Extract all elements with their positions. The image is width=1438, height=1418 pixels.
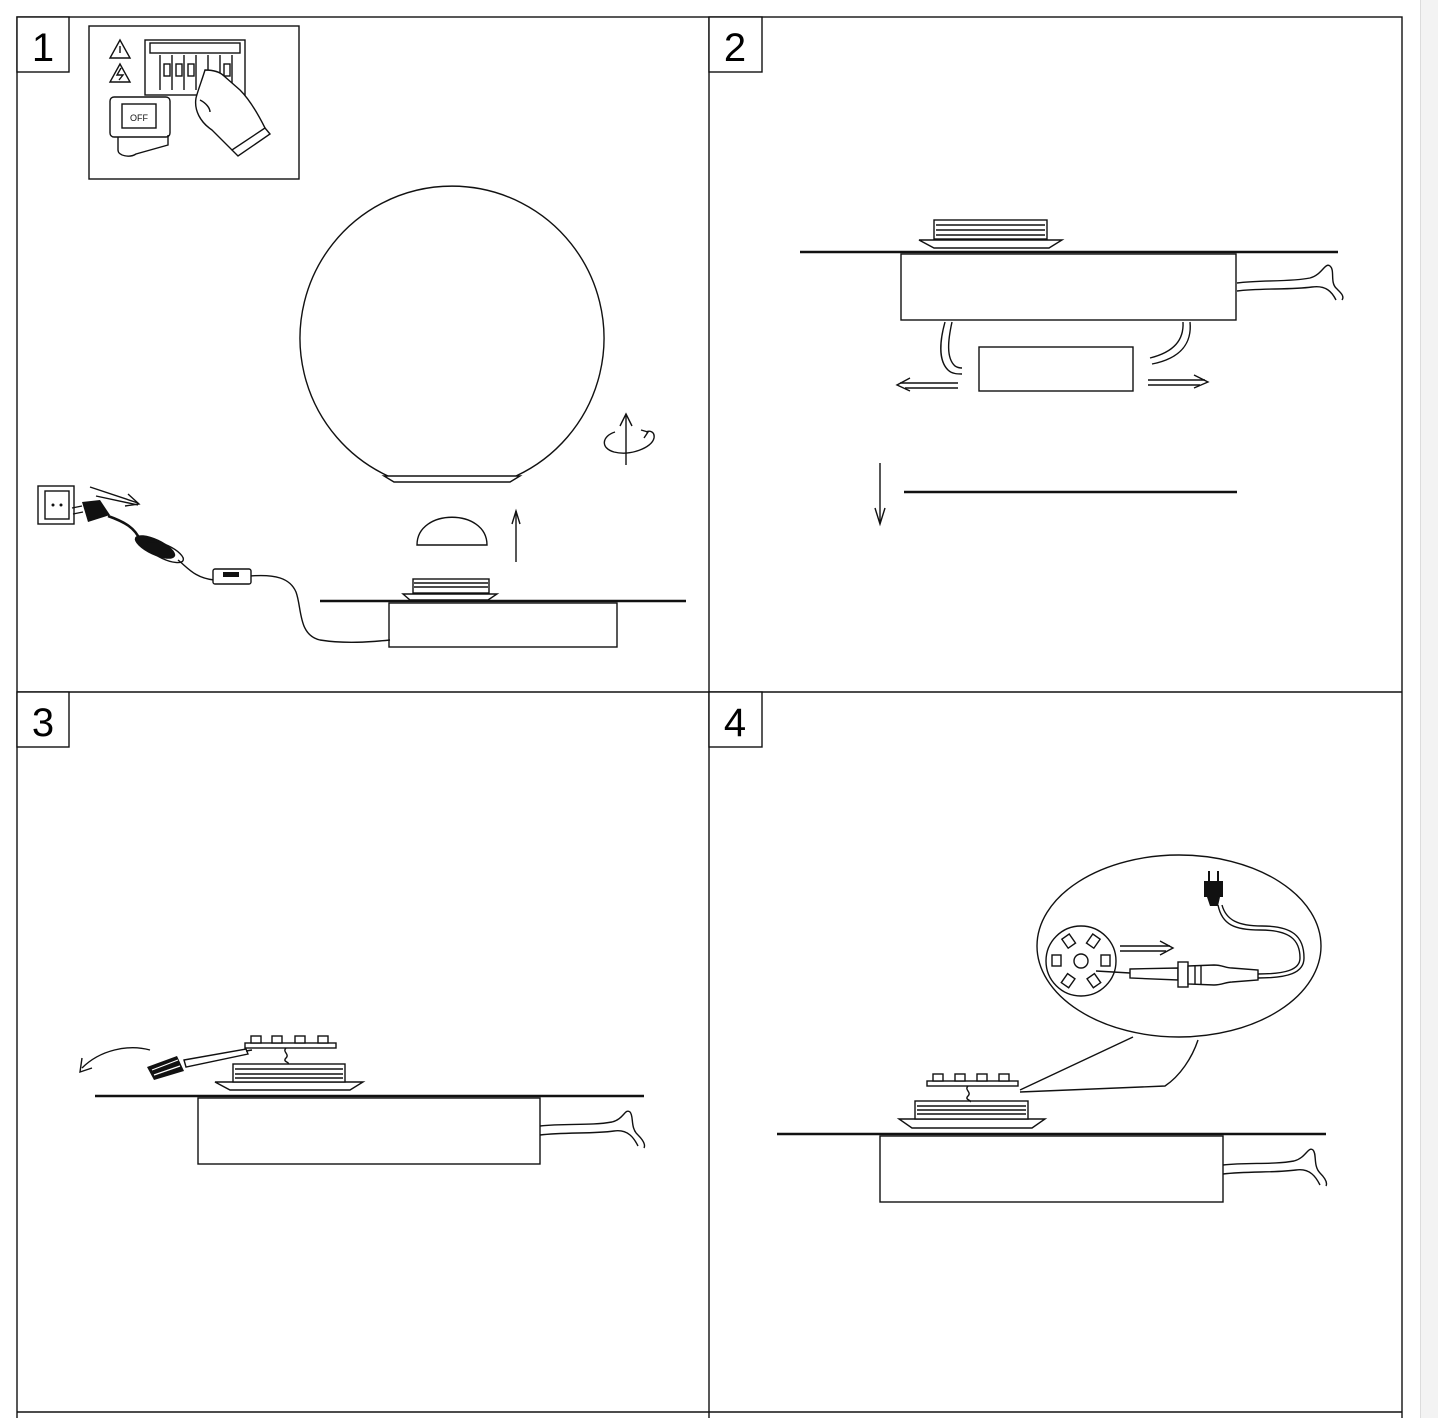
power-plug-icon: [71, 500, 110, 522]
step-3-panel: 3: [16, 691, 646, 1165]
step-4-number: 4: [724, 701, 746, 745]
iron-cable: [1217, 904, 1305, 979]
wires-step-2: [940, 321, 1191, 375]
lamp-base-step-2: [900, 253, 1344, 321]
step-3-number-box: 3: [16, 691, 70, 748]
led-board-step-4: [926, 1073, 1019, 1103]
down-arrow-icon: [874, 463, 886, 527]
scrollbar-track[interactable]: [1420, 0, 1438, 1418]
step-2-number-box: 2: [708, 16, 763, 73]
rotate-arrow-icon: [603, 412, 655, 465]
pull-left-arrow-icon: [895, 377, 958, 392]
solder-detail-callout: [1019, 854, 1322, 1093]
hand-icon: [194, 69, 272, 157]
soldering-iron-icon: [1095, 961, 1259, 988]
dome-cap: [416, 516, 488, 546]
off-label: OFF: [130, 113, 148, 123]
mounting-disc-step-2: [918, 219, 1065, 249]
lamp-base-step-4: [879, 1135, 1328, 1203]
step-1-number-box: 1: [16, 16, 70, 73]
lamp-base-step-1: [320, 578, 686, 648]
iron-plug-icon: [1204, 871, 1223, 906]
unscrew-arrow-icon: [79, 1047, 151, 1074]
led-disc-icon: [1045, 925, 1117, 997]
mounting-disc-step-3: [214, 1063, 366, 1091]
step-1-panel: 1: [16, 16, 686, 648]
solder-direction-arrow-icon: [1120, 940, 1175, 956]
lift-arrow-icon: [511, 508, 521, 562]
driver-box: [978, 346, 1134, 392]
wall-socket-icon: [37, 485, 75, 525]
step-2-number: 2: [724, 26, 746, 70]
light-switch-icon: OFF: [109, 96, 171, 157]
globe-shade: [299, 185, 605, 483]
step-1-number: 1: [32, 26, 54, 70]
power-cable: [107, 514, 391, 644]
screwdriver-icon: [147, 1048, 253, 1080]
led-board-step-3: [244, 1035, 337, 1065]
step-4-number-box: 4: [708, 691, 763, 748]
power-off-inset: OFF: [88, 25, 300, 180]
warning-icon: [108, 38, 132, 83]
step-2-panel: 2: [708, 16, 1344, 527]
plug-in-arrow-icon: [89, 486, 141, 507]
lamp-base-step-3: [197, 1097, 646, 1165]
step-3-number: 3: [32, 701, 54, 745]
step-4-panel: 4: [708, 691, 1328, 1203]
pull-right-arrow-icon: [1148, 374, 1210, 389]
inline-switch-icon: [212, 568, 252, 585]
mounting-disc-step-4: [896, 1100, 1048, 1129]
